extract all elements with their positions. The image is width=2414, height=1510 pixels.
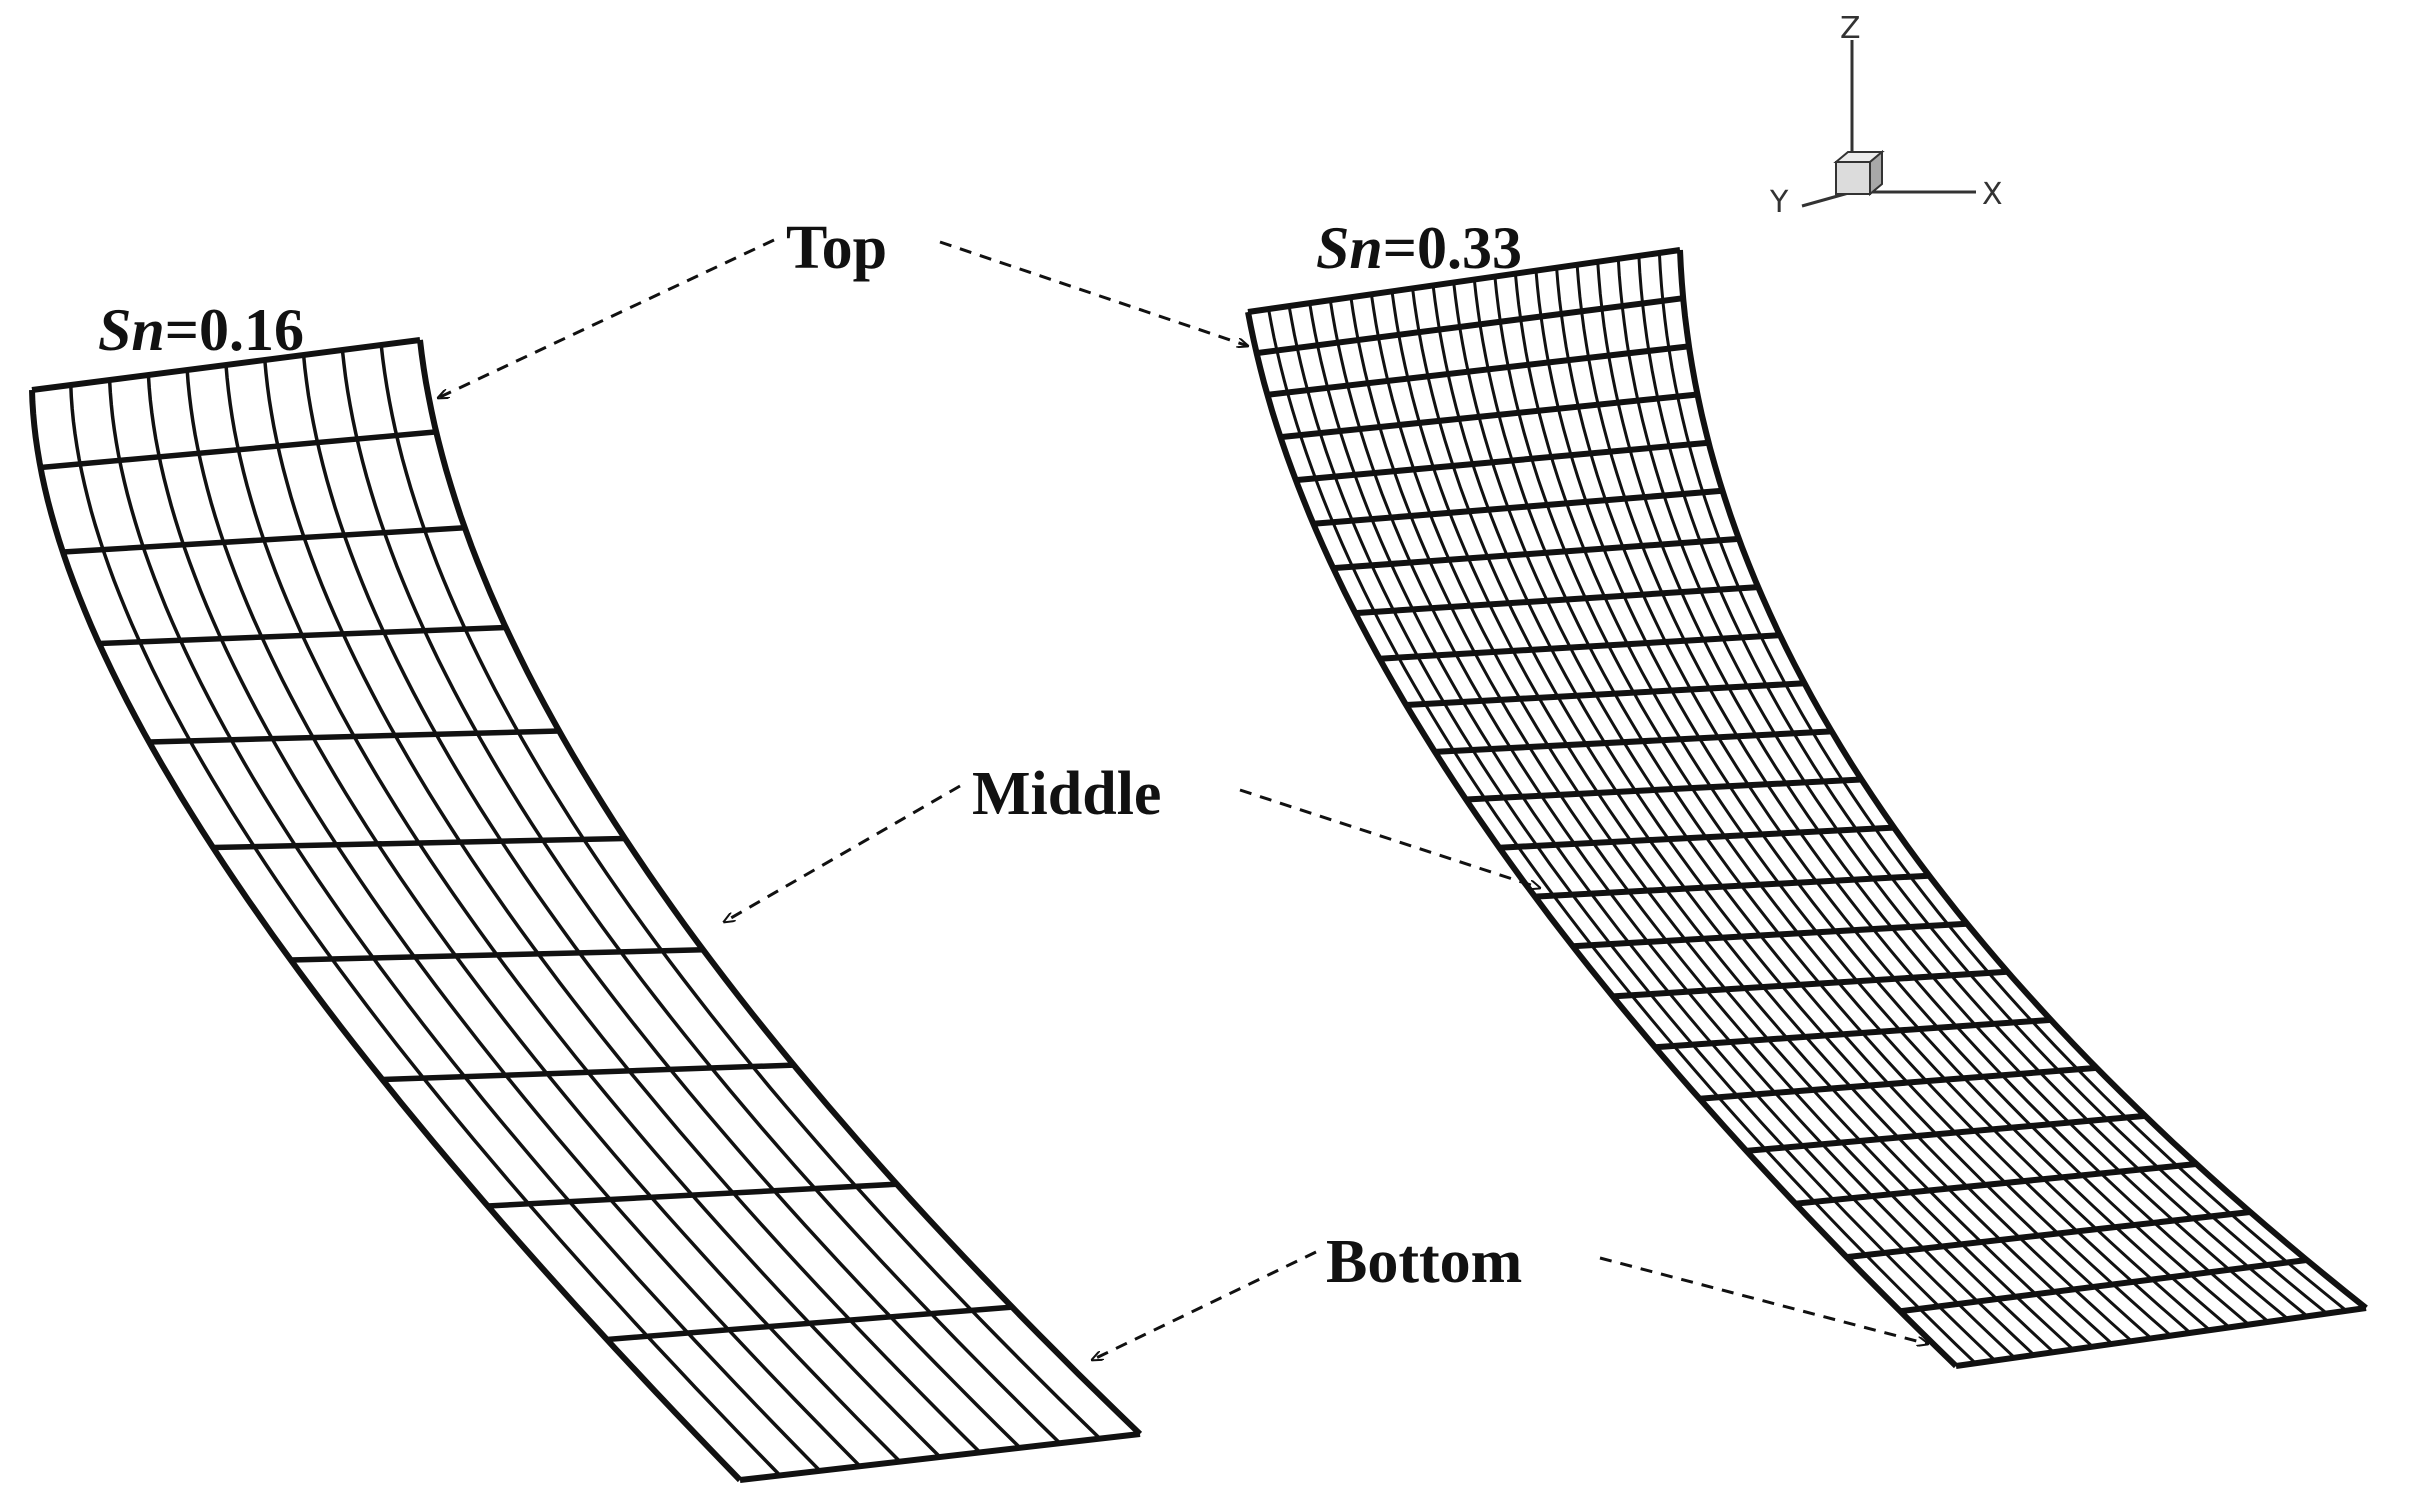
mesh-left-column-line bbox=[340, 349, 1062, 1445]
mesh-left-column-line bbox=[69, 384, 782, 1477]
mesh-left-row-line bbox=[487, 1181, 897, 1209]
mesh-right-row-line bbox=[1746, 1112, 2146, 1154]
mesh-right-row-line bbox=[1355, 584, 1759, 617]
x-axis-label: X bbox=[1982, 177, 2003, 212]
mesh-right-row-line bbox=[1379, 632, 1781, 662]
mesh-left-column-line bbox=[301, 354, 1022, 1450]
mesh-left-row-line bbox=[62, 525, 465, 555]
mesh-right-row-line bbox=[1332, 535, 1740, 572]
mesh-right-row-line bbox=[1846, 1209, 2251, 1261]
axes-triad: Z Y X bbox=[1769, 11, 2003, 220]
mesh-right-row-line bbox=[1955, 1305, 2367, 1369]
mesh-right-row-line bbox=[1247, 247, 1681, 315]
mesh-right-row-line bbox=[1612, 968, 2008, 1000]
arrow-bottom-left bbox=[1092, 1250, 1317, 1360]
mesh-right-row-line bbox=[1572, 920, 1968, 950]
triad-cube-front bbox=[1835, 161, 1871, 195]
mesh-right-row-line bbox=[1280, 391, 1698, 441]
mesh-right-column-line bbox=[1328, 299, 2036, 1357]
mesh-left-column-line bbox=[417, 339, 1143, 1437]
mesh-right-column-line bbox=[1555, 267, 2250, 1326]
mesh-left-row-line bbox=[382, 1062, 794, 1083]
mesh-right-row-line bbox=[1434, 728, 1832, 755]
mesh-right-row-line bbox=[1267, 343, 1690, 398]
mesh-right-column-line bbox=[1287, 305, 1997, 1362]
mesh-left-row-line bbox=[606, 1304, 1013, 1343]
mesh-left-row-line bbox=[149, 728, 560, 745]
annotation-arrows bbox=[438, 238, 1928, 1360]
y-axis-label: Y bbox=[1769, 185, 1789, 220]
mesh-right-row-line bbox=[1534, 872, 1930, 900]
triad-cube-side bbox=[1869, 149, 1883, 197]
mesh-left-row-line bbox=[739, 1431, 1141, 1483]
mesh-right-row-line bbox=[1465, 776, 1862, 803]
mesh-left-column-line bbox=[263, 359, 982, 1454]
mesh-left-column-line bbox=[29, 389, 743, 1483]
label-middle: Middle bbox=[972, 760, 1161, 828]
mesh-right-row-line bbox=[1256, 295, 1684, 357]
mesh-left-column-line bbox=[379, 344, 1102, 1440]
mesh-left-row-line bbox=[98, 624, 506, 647]
arrow-bottom-right bbox=[1599, 1256, 1928, 1344]
mesh-left-column-line bbox=[185, 369, 902, 1463]
arrow-middle-right bbox=[1239, 788, 1540, 888]
arrow-top-left bbox=[438, 238, 775, 398]
mesh-right-column-line bbox=[1267, 308, 1977, 1365]
mesh-right-row-line bbox=[1295, 439, 1709, 484]
mesh-right-row-line bbox=[1899, 1257, 2308, 1315]
z-axis-label: Z bbox=[1840, 11, 1861, 46]
mesh-right-row-line bbox=[1405, 680, 1805, 708]
mesh-left-row-line bbox=[40, 429, 437, 471]
mesh-right-column-line bbox=[1349, 296, 2055, 1354]
mesh-sn-0-33 bbox=[1245, 247, 2368, 1369]
label-bottom: Bottom bbox=[1326, 1228, 1522, 1296]
mesh-sn-0-16 bbox=[29, 337, 1143, 1483]
mesh-left-row-line bbox=[290, 947, 704, 963]
mesh-left-param-label: Sn=0.16 bbox=[98, 297, 304, 363]
mesh-right-row-line bbox=[1654, 1016, 2052, 1051]
mesh-left-column-line bbox=[224, 364, 942, 1459]
mesh-right-param-label: Sn=0.33 bbox=[1316, 215, 1522, 281]
arrow-top-right bbox=[939, 240, 1248, 346]
mesh-right-row-line bbox=[1699, 1064, 2097, 1102]
mesh-right-column-line bbox=[1369, 294, 2075, 1351]
mesh-right-row-line bbox=[1313, 487, 1723, 527]
mesh-left-row-line bbox=[212, 835, 626, 851]
mesh-left-row-line bbox=[31, 337, 421, 393]
arrow-middle-left bbox=[724, 784, 961, 922]
label-top: Top bbox=[786, 214, 887, 282]
mesh-right-row-line bbox=[1499, 824, 1895, 851]
mesh-right-row-line bbox=[1795, 1161, 2197, 1207]
